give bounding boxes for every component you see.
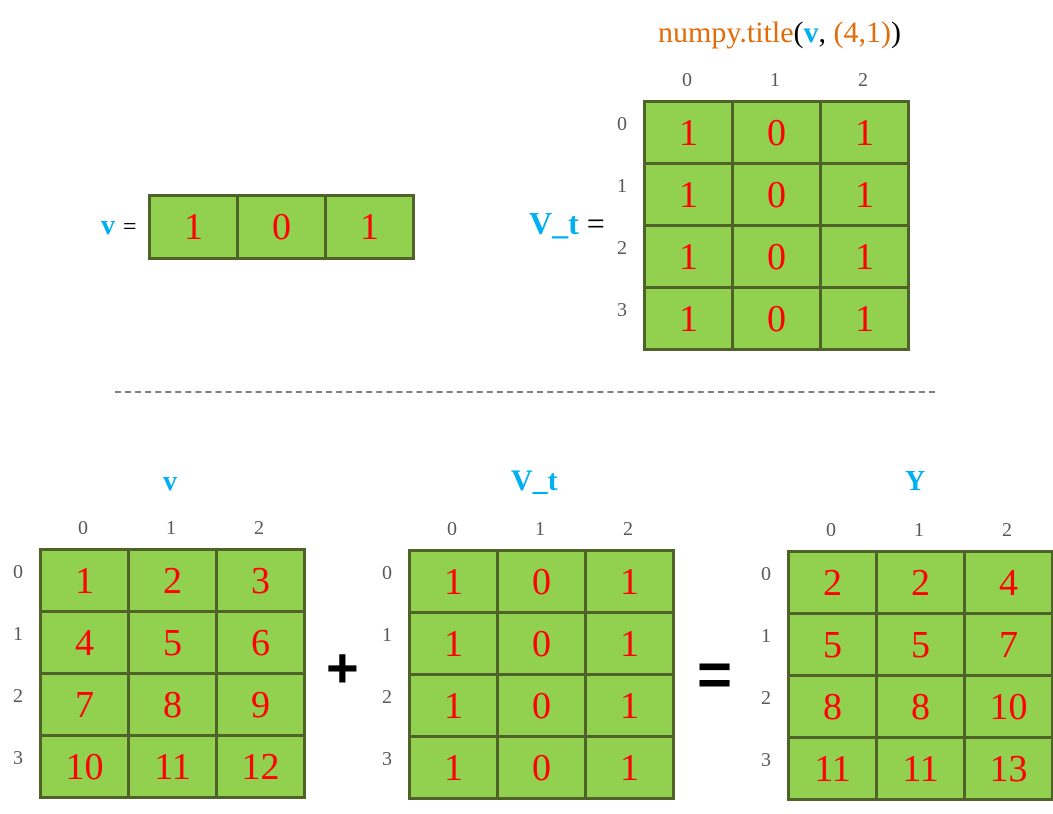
matrix-cell: 1 <box>408 735 499 800</box>
matrix-cell: 6 <box>215 610 306 675</box>
column-index: 0 <box>682 69 692 91</box>
matrix-cell: 1 <box>643 100 734 165</box>
matrix-cell: 1 <box>148 194 239 260</box>
matrix-cell: 1 <box>408 549 499 614</box>
row-index: 1 <box>761 625 771 647</box>
row-index: 2 <box>617 237 627 259</box>
column-index: 2 <box>254 517 264 539</box>
matrix-cell: 12 <box>215 734 306 799</box>
m1-title: v <box>163 466 177 497</box>
m3-title: Y <box>905 466 926 497</box>
matrix-cell: 13 <box>963 736 1053 801</box>
matrix-cell: 0 <box>496 611 587 676</box>
matrix-cell: 10 <box>963 674 1053 739</box>
matrix-cell: 8 <box>787 674 878 739</box>
matrix-cell: 1 <box>408 611 499 676</box>
column-index: 0 <box>826 519 836 541</box>
row-index: 3 <box>761 749 771 771</box>
matrix-cell: 0 <box>496 549 587 614</box>
column-index: 0 <box>447 518 457 540</box>
title-comma: , <box>818 16 827 49</box>
v-equals-sign: = <box>123 214 137 240</box>
matrix-cell: 4 <box>39 610 130 675</box>
column-index: 1 <box>770 69 780 91</box>
matrix-cell: 11 <box>787 736 878 801</box>
matrix-cell: 11 <box>127 734 218 799</box>
row-index: 3 <box>13 747 23 769</box>
column-index: 1 <box>535 518 545 540</box>
matrix-cell: 2 <box>875 550 966 615</box>
matrix-cell: 0 <box>731 100 822 165</box>
matrix-cell: 1 <box>408 673 499 738</box>
matrix-cell: 1 <box>819 100 910 165</box>
matrix-cell: 7 <box>39 672 130 737</box>
matrix-cell: 1 <box>819 224 910 289</box>
title-args: (4,1) <box>833 16 892 49</box>
matrix-cell: 0 <box>731 286 822 351</box>
column-index: 1 <box>166 517 176 539</box>
title-close-paren: ) <box>891 16 902 49</box>
matrix-cell: 2 <box>127 548 218 613</box>
matrix-cell: 1 <box>39 548 130 613</box>
matrix-cell: 1 <box>584 735 675 800</box>
section-divider <box>115 391 935 393</box>
column-index: 0 <box>78 517 88 539</box>
matrix-cell: 0 <box>731 224 822 289</box>
matrix-cell: 1 <box>324 194 415 260</box>
matrix-cell: 7 <box>963 612 1053 677</box>
matrix-cell: 0 <box>496 673 587 738</box>
row-index: 1 <box>382 624 392 646</box>
column-index: 2 <box>623 518 633 540</box>
v-var-label: v <box>101 210 115 241</box>
matrix-cell: 10 <box>39 734 130 799</box>
matrix-cell: 3 <box>215 548 306 613</box>
title-variable: v <box>803 16 819 49</box>
matrix-cell: 5 <box>875 612 966 677</box>
matrix-cell: 4 <box>963 550 1053 615</box>
v-equation-label: v = <box>101 205 137 242</box>
row-index: 0 <box>617 113 627 135</box>
matrix-cell: 1 <box>584 611 675 676</box>
matrix-cell: 1 <box>584 549 675 614</box>
matrix-cell: 0 <box>731 162 822 227</box>
matrix-cell: 5 <box>127 610 218 675</box>
title-function-name: numpy.title <box>658 16 794 49</box>
matrix-cell: 2 <box>787 550 878 615</box>
row-index: 2 <box>382 686 392 708</box>
matrix-cell: 5 <box>787 612 878 677</box>
row-index: 1 <box>617 175 627 197</box>
row-index: 0 <box>13 561 23 583</box>
vt-equation-label: V_t = <box>529 205 605 242</box>
matrix-cell: 1 <box>819 286 910 351</box>
matrix-cell: 11 <box>875 736 966 801</box>
column-index: 1 <box>914 519 924 541</box>
function-call-title: numpy.title(v, (4,1)) <box>658 16 901 50</box>
equals-operator: = <box>697 641 733 708</box>
m2-title: V_t <box>511 464 558 497</box>
row-index: 0 <box>761 563 771 585</box>
row-index: 1 <box>13 623 23 645</box>
matrix-cell: 1 <box>819 162 910 227</box>
plus-operator: + <box>326 636 359 699</box>
matrix-cell: 8 <box>127 672 218 737</box>
matrix-cell: 1 <box>643 162 734 227</box>
matrix-cell: 8 <box>875 674 966 739</box>
vt-var-label: V_t <box>529 205 579 241</box>
row-index: 3 <box>617 299 627 321</box>
vt-equals-sign: = <box>586 205 605 241</box>
matrix-cell: 1 <box>643 224 734 289</box>
row-index: 2 <box>761 687 771 709</box>
matrix-cell: 1 <box>584 673 675 738</box>
matrix-cell: 9 <box>215 672 306 737</box>
matrix-cell: 1 <box>643 286 734 351</box>
title-open-paren: ( <box>793 16 804 49</box>
matrix-cell: 0 <box>496 735 587 800</box>
row-index: 3 <box>382 748 392 770</box>
column-index: 2 <box>858 69 868 91</box>
matrix-cell: 0 <box>236 194 327 260</box>
row-index: 2 <box>13 685 23 707</box>
row-index: 0 <box>382 562 392 584</box>
column-index: 2 <box>1002 519 1012 541</box>
